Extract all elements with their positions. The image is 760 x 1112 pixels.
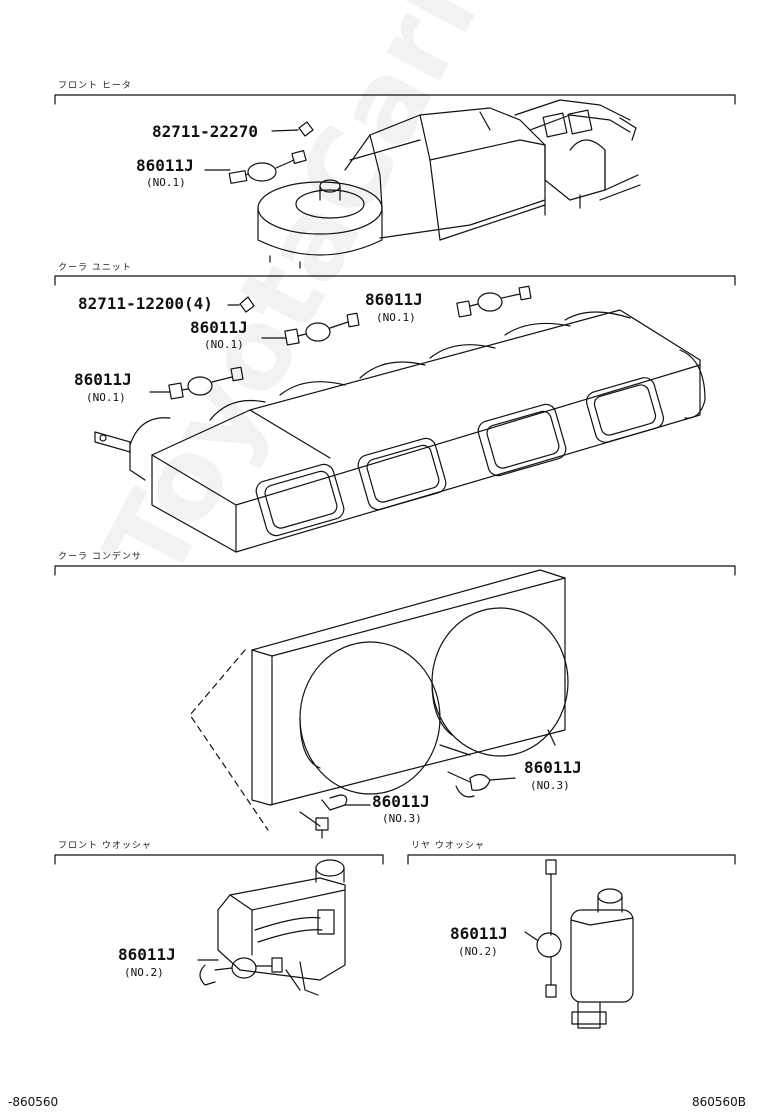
- cooler-bulb-b-size: (NO.1): [204, 338, 244, 351]
- condenser-assembly: [190, 570, 568, 830]
- condenser-bulb-a-size: (NO.3): [530, 779, 570, 792]
- part-number-cooler-bulb-b: 86011J: [190, 318, 248, 337]
- cooler-clip-part: [228, 297, 254, 312]
- part-number-cooler-bulb-c: 86011J: [74, 370, 132, 389]
- section-brackets: [55, 95, 735, 864]
- front-washer-tank: [218, 860, 345, 995]
- part-number-cooler-bulb-a: 86011J: [365, 290, 423, 309]
- part-number-heater-clip: 82711-22270: [152, 122, 258, 141]
- cooler-bulb-a-size: (NO.1): [376, 311, 416, 324]
- front-washer-bulb-size: (NO.2): [124, 966, 164, 979]
- figure-code-right: 860560B: [692, 1095, 747, 1109]
- figure-code-left: -860560: [8, 1095, 59, 1109]
- part-number-heater-bulb: 86011J: [136, 156, 194, 175]
- heater-bulb-part: [205, 151, 306, 184]
- heater-clip-part: [272, 122, 313, 136]
- rear-washer-bulb-size: (NO.2): [458, 945, 498, 958]
- rear-washer-tank: [571, 889, 633, 1028]
- condenser-bulb-parts: [300, 772, 515, 838]
- section-title-cooler-condenser: クーラ コンデンサ: [58, 552, 142, 562]
- heater-housing: [258, 100, 640, 268]
- section-title-front-heater: フロント ヒータ: [58, 81, 132, 91]
- section-title-front-washer: フロント ウオッシャ: [58, 841, 152, 851]
- rear-washer-bulb-part: [525, 860, 561, 997]
- heater-bulb-size: (NO.1): [146, 176, 186, 189]
- front-washer-bulb-part: [198, 958, 300, 990]
- section-title-rear-washer: リヤ ウオッシャ: [411, 841, 485, 851]
- part-number-rear-washer-bulb: 86011J: [450, 924, 508, 943]
- cooler-bulb-c-size: (NO.1): [86, 391, 126, 404]
- part-number-cooler-clip: 82711-12200(4): [78, 294, 213, 313]
- cooler-bulb-parts: [150, 286, 531, 399]
- condenser-bulb-b-size: (NO.3): [382, 812, 422, 825]
- part-number-condenser-bulb-a: 86011J: [524, 758, 582, 777]
- part-number-front-washer-bulb: 86011J: [118, 945, 176, 964]
- part-number-condenser-bulb-b: 86011J: [372, 792, 430, 811]
- section-title-cooler-unit: クーラ ユニット: [58, 263, 132, 273]
- cooler-unit-housing: [95, 310, 705, 552]
